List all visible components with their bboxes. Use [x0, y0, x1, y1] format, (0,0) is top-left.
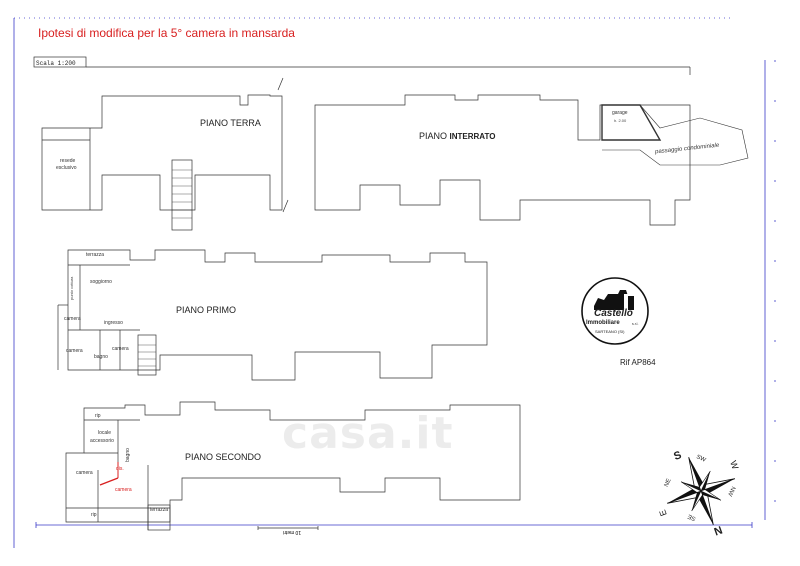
watermark-casa-it: casa.it [282, 408, 454, 459]
room-soggiorno: soggiorno [90, 279, 112, 285]
logo-subtitle: Immobiliare [586, 320, 620, 326]
castello-logo: Castello Immobiliare SARTEANO (SI) s.r.l… [580, 276, 650, 346]
garage-dimension: h. 2.00 [614, 118, 627, 123]
compass-rose: S N W E SW NW NE SE [656, 446, 746, 537]
logo-city: SARTEANO (SI) [595, 329, 625, 334]
label-piano-terra: PIANO TERRA [200, 118, 261, 128]
scale-bar-label: 10 metri [283, 529, 302, 535]
room-camera-secondo-a: camera [76, 470, 93, 476]
scale-bar [257, 526, 319, 530]
room-camera-primo-a: camera [64, 316, 81, 322]
room-resede: resede [60, 158, 76, 164]
label-piano-primo: PIANO PRIMO [176, 305, 237, 315]
terrazza-secondo-box [147, 504, 171, 531]
room-locale: locale [98, 430, 112, 436]
room-accessorio: accessorio [90, 438, 114, 444]
room-camera-primo-c: camera [112, 346, 129, 352]
label-piano-interrato: PIANO INTERRATO [419, 131, 495, 141]
compass-star-icon [667, 457, 735, 525]
room-esclusivo: esclusivo [56, 165, 77, 171]
piano-interrato-outline [314, 94, 691, 226]
room-garage: garage [612, 110, 628, 116]
room-bagno-primo: bagno [94, 354, 108, 360]
room-bagno-secondo: bagno [125, 448, 131, 462]
piano-terra-outline [41, 94, 283, 211]
logo-suffix: s.r.l. [632, 322, 639, 326]
garage-outline [601, 104, 662, 141]
scale-box [33, 56, 87, 68]
document-title: Ipotesi di modifica per la 5° camera in … [38, 26, 295, 40]
stairs-terra [171, 159, 193, 231]
room-ingresso: ingresso [104, 320, 123, 326]
label-piano-interrato-bold: INTERRATO [449, 132, 496, 141]
reference-code: Rif AP864 [620, 358, 656, 367]
room-punto-cottura: punto cottura [69, 276, 74, 300]
room-camera-primo-b: camera [66, 348, 83, 354]
room-camera-red: camera [115, 487, 132, 493]
logo-name: Castello [594, 308, 633, 319]
new-wall-red [99, 477, 119, 486]
stairs-primo [137, 334, 157, 376]
piano-primo-outline [67, 249, 488, 381]
plan-outlines [33, 56, 749, 531]
label-piano-secondo: PIANO SECONDO [185, 452, 262, 462]
room-terrazza-secondo: terrazza [150, 507, 169, 513]
room-dis-red: dis. [116, 466, 124, 472]
label-piano-interrato-prefix: PIANO [419, 131, 448, 141]
castello-logo-mark [581, 277, 649, 345]
piano-secondo-outline [65, 401, 521, 523]
room-rip-top: rip [95, 413, 101, 419]
room-rip-bottom: rip [91, 512, 97, 518]
room-terrazza-primo: terrazza [86, 252, 105, 258]
scale-label: Scala 1:200 [36, 60, 76, 67]
passaggio-sketch [602, 104, 749, 166]
